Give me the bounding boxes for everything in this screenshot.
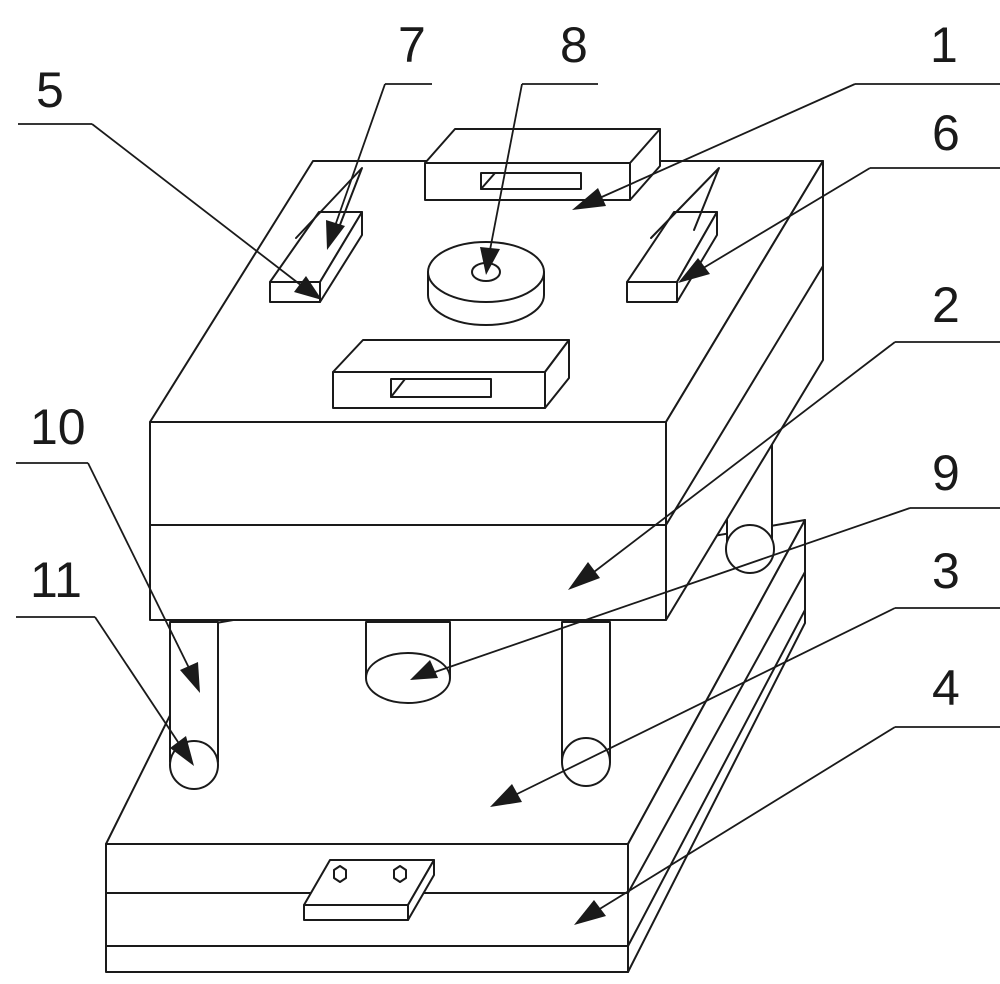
part-labels: 1 2 3 4 5 6 7 8 9 10 11 bbox=[30, 17, 960, 716]
label-1: 1 bbox=[930, 17, 958, 73]
center-cylinder bbox=[365, 621, 451, 704]
label-9: 9 bbox=[932, 445, 960, 501]
label-8: 8 bbox=[560, 17, 588, 73]
guide-pillar-left bbox=[169, 621, 219, 790]
label-10: 10 bbox=[30, 399, 86, 455]
front-bracket bbox=[303, 859, 435, 921]
label-5: 5 bbox=[36, 62, 64, 118]
label-7: 7 bbox=[398, 17, 426, 73]
leader-lines bbox=[16, 83, 1000, 925]
label-11: 11 bbox=[30, 552, 82, 608]
guide-pillar-right bbox=[561, 621, 611, 787]
top-front-block bbox=[332, 339, 570, 409]
label-2: 2 bbox=[932, 277, 960, 333]
label-3: 3 bbox=[932, 543, 960, 599]
top-rear-block bbox=[424, 128, 661, 201]
label-4: 4 bbox=[932, 660, 960, 716]
label-6: 6 bbox=[932, 105, 960, 161]
